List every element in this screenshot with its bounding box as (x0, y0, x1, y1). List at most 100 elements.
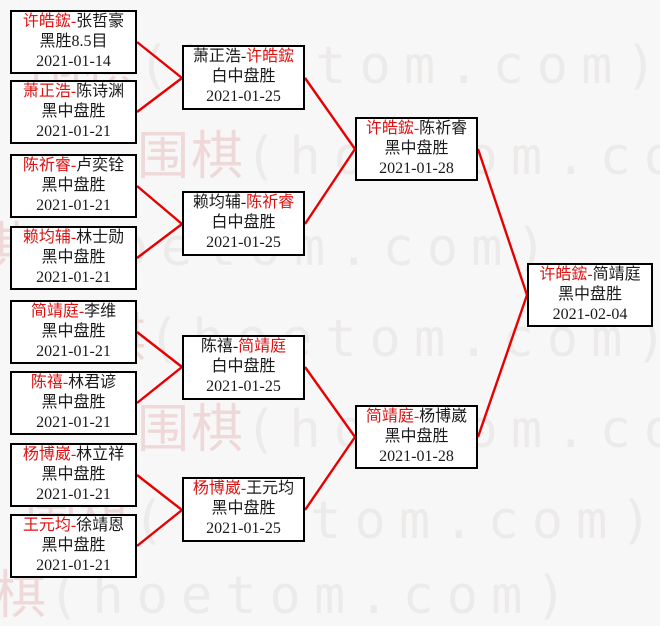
vs-dash: - (70, 517, 77, 534)
match-date: 2021-01-25 (206, 88, 281, 105)
match-box-r2-m4: 杨博崴-王元均 黑中盘胜 2021-01-25 (182, 477, 305, 542)
player2-name: 林士勋 (76, 229, 125, 246)
player2-name: 李维 (84, 303, 117, 320)
match-box-r1-m7: 杨博崴-林立祥 黑中盘胜 2021-01-21 (10, 443, 137, 507)
match-box-r1-m3: 陈祈睿-卢奕铨 黑中盘胜 2021-01-21 (10, 154, 137, 218)
match-result: 黑中盘胜 (384, 140, 449, 157)
match-players: 赖均辅-林士勋 (12, 228, 135, 248)
vs-dash: - (240, 194, 247, 211)
connector-line (136, 331, 183, 368)
match-box-sf-m2: 简靖庭-杨博崴 黑中盘胜 2021-01-28 (355, 405, 478, 469)
match-players: 许皓鋐-张哲豪 (12, 12, 135, 32)
player2-name: 张哲豪 (76, 13, 125, 30)
player1-name: 陈禧 (200, 338, 233, 355)
match-result: 黑中盘胜 (41, 177, 106, 194)
match-box-r1-m1: 许皓鋐-张哲豪 黑胜8.5目 2021-01-14 (10, 10, 137, 74)
player1-name: 赖均辅 (192, 194, 241, 211)
connector-line (476, 294, 529, 438)
connector-lines (136, 41, 529, 547)
connector-line (136, 223, 183, 259)
player2-name: 林君谚 (68, 374, 117, 391)
player2-name: 陈诗渊 (76, 83, 125, 100)
match-players: 陈禧-林君谚 (12, 373, 135, 393)
match-box-sf-m1: 许皓鋐-陈祈睿 黑中盘胜 2021-01-28 (355, 117, 478, 181)
match-players: 陈禧-简靖庭 (184, 337, 303, 357)
connector-line (304, 436, 356, 511)
match-date: 2021-01-25 (206, 378, 281, 395)
player1-name: 杨博崴 (22, 446, 71, 463)
player2-name: 许皓鋐 (246, 48, 295, 65)
match-players: 许皓鋐-简靖庭 (529, 265, 651, 285)
match-result: 黑中盘胜 (41, 537, 106, 554)
match-result: 白中盘胜 (211, 68, 276, 85)
match-players: 萧正浩-陈诗渊 (12, 82, 135, 102)
match-players: 王元均-徐靖恩 (12, 516, 135, 536)
match-date: 2021-01-21 (36, 557, 111, 574)
vs-dash: - (62, 374, 69, 391)
connector-line (136, 474, 183, 511)
player2-name: 简靖庭 (238, 338, 287, 355)
connector-line (304, 366, 356, 438)
vs-dash: - (78, 303, 85, 320)
player1-name: 简靖庭 (30, 303, 79, 320)
vs-dash: - (70, 157, 77, 174)
match-date: 2021-01-21 (36, 197, 111, 214)
player1-name: 陈禧 (30, 374, 63, 391)
match-players: 简靖庭-李维 (12, 302, 135, 322)
match-box-r1-m6: 陈禧-林君谚 黑中盘胜 2021-01-21 (10, 371, 137, 435)
match-players: 赖均辅-陈祈睿 (184, 193, 303, 213)
match-result: 黑中盘胜 (41, 394, 106, 411)
vs-dash: - (413, 120, 420, 137)
player2-name: 简靖庭 (592, 266, 641, 283)
match-box-r2-m2: 赖均辅-陈祈睿 白中盘胜 2021-01-25 (182, 191, 305, 256)
match-date: 2021-01-21 (36, 486, 111, 503)
player2-name: 卢奕铨 (76, 157, 125, 174)
match-box-r2-m3: 陈禧-简靖庭 白中盘胜 2021-01-25 (182, 335, 305, 400)
vs-dash: - (232, 338, 239, 355)
match-players: 陈祈睿-卢奕铨 (12, 156, 135, 176)
match-box-r2-m1: 萧正浩-许皓鋐 白中盘胜 2021-01-25 (182, 45, 305, 110)
player2-name: 王元均 (246, 480, 295, 497)
match-players: 萧正浩-许皓鋐 (184, 47, 303, 67)
match-box-r1-m5: 简靖庭-李维 黑中盘胜 2021-01-21 (10, 300, 137, 364)
player1-name: 赖均辅 (22, 229, 71, 246)
match-result: 黑中盘胜 (384, 428, 449, 445)
player1-name: 陈祈睿 (22, 157, 71, 174)
match-date: 2021-02-04 (552, 306, 628, 323)
connector-line (136, 366, 183, 404)
match-result: 黑中盘胜 (557, 286, 622, 303)
match-date: 2021-01-21 (36, 269, 111, 286)
player1-name: 简靖庭 (365, 408, 414, 425)
player1-name: 许皓鋐 (539, 266, 588, 283)
player2-name: 徐靖恩 (76, 517, 125, 534)
match-date: 2021-01-14 (36, 53, 111, 70)
player1-name: 萧正浩 (22, 83, 71, 100)
match-result: 黑中盘胜 (41, 249, 106, 266)
player1-name: 王元均 (22, 517, 71, 534)
vs-dash: - (413, 408, 420, 425)
connector-line (304, 77, 356, 150)
match-players: 许皓鋐-陈祈睿 (357, 119, 476, 139)
vs-dash: - (70, 13, 77, 30)
match-players: 简靖庭-杨博崴 (357, 407, 476, 427)
vs-dash: - (70, 83, 77, 100)
match-result: 黑中盘胜 (211, 500, 276, 517)
player2-name: 杨博崴 (419, 408, 468, 425)
match-result: 黑中盘胜 (41, 323, 106, 340)
match-result: 白中盘胜 (211, 358, 276, 375)
vs-dash: - (70, 446, 77, 463)
player2-name: 陈祈睿 (246, 194, 295, 211)
vs-dash: - (240, 480, 247, 497)
match-date: 2021-01-28 (379, 448, 454, 465)
match-date: 2021-01-21 (36, 414, 111, 431)
match-result: 黑中盘胜 (41, 103, 106, 120)
player1-name: 许皓鋐 (22, 13, 71, 30)
connector-line (136, 185, 183, 225)
player1-name: 萧正浩 (192, 48, 241, 65)
match-box-r1-m4: 赖均辅-林士勋 黑中盘胜 2021-01-21 (10, 226, 137, 290)
match-box-r1-m2: 萧正浩-陈诗渊 黑中盘胜 2021-01-21 (10, 80, 137, 144)
player1-name: 许皓鋐 (365, 120, 414, 137)
match-date: 2021-01-25 (206, 520, 281, 537)
player2-name: 林立祥 (76, 446, 125, 463)
match-box-r1-m8: 王元均-徐靖恩 黑中盘胜 2021-01-21 (10, 514, 137, 578)
